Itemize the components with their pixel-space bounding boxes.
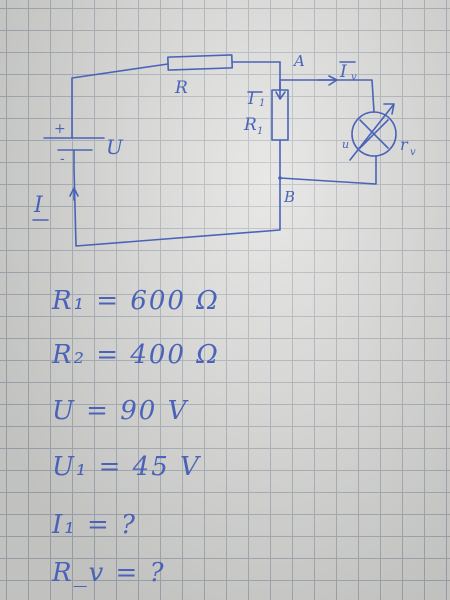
label-node-b: B bbox=[283, 188, 295, 206]
node-b-dot bbox=[278, 176, 282, 180]
label-meter-u: u bbox=[342, 138, 349, 151]
label-current-iv: I bbox=[339, 62, 347, 82]
label-plus: + bbox=[54, 121, 66, 137]
label-resistor-r1: R bbox=[243, 115, 257, 135]
current-i1-arrow bbox=[275, 81, 286, 100]
voltmeter-needle-arrow bbox=[349, 103, 395, 161]
given-u: U = 90 V bbox=[52, 396, 189, 426]
voltmeter-circle bbox=[351, 111, 397, 157]
voltmeter-cross bbox=[359, 119, 389, 149]
given-u1: U₁ = 45 V bbox=[52, 452, 201, 482]
wire-to-meter bbox=[279, 79, 375, 113]
wire-r1-down bbox=[73, 139, 281, 247]
label-current-i1-sub: 1 bbox=[259, 98, 265, 109]
label-current-i: I bbox=[33, 193, 44, 218]
label-resistor-r1-sub: 1 bbox=[257, 126, 263, 137]
label-source-u: U bbox=[106, 135, 124, 159]
given-r1: R₁ = 600 Ω bbox=[52, 286, 220, 316]
label-resistor-r: R bbox=[174, 78, 188, 98]
question-rv: R_v = ? bbox=[52, 558, 166, 588]
wire-from-meter bbox=[279, 155, 377, 185]
given-r2: R₂ = 400 Ω bbox=[52, 340, 220, 370]
label-minus: - bbox=[60, 151, 65, 167]
label-current-i1: I bbox=[247, 89, 255, 109]
question-i1: I₁ = ? bbox=[52, 510, 137, 540]
label-node-a: A bbox=[292, 52, 305, 70]
current-i-arrow bbox=[69, 187, 79, 201]
label-meter-r-sub: v bbox=[410, 147, 416, 158]
current-iv-arrow bbox=[317, 75, 338, 86]
resistor-r bbox=[167, 54, 234, 71]
label-current-iv-sub: v bbox=[351, 72, 357, 83]
label-meter-r: r bbox=[400, 135, 409, 154]
wire-top-left bbox=[71, 63, 169, 139]
